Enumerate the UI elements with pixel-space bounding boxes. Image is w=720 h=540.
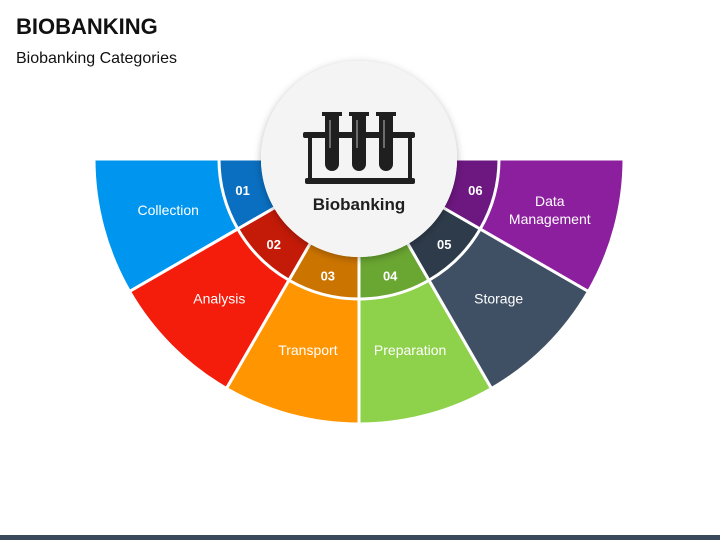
category-label-04: Preparation bbox=[374, 342, 446, 358]
category-number-01: 01 bbox=[235, 183, 249, 198]
category-label-05: Storage bbox=[474, 291, 523, 307]
category-number-05: 05 bbox=[437, 237, 451, 252]
page-title: BIOBANKING bbox=[16, 14, 158, 39]
bottom-accent-bar bbox=[0, 535, 720, 540]
category-label-01: Collection bbox=[137, 202, 198, 218]
category-number-03: 03 bbox=[321, 268, 335, 283]
test-tube-rack-icon bbox=[303, 112, 415, 184]
category-number-04: 04 bbox=[383, 268, 398, 283]
category-label-03: Transport bbox=[278, 342, 338, 358]
page-subtitle: Biobanking Categories bbox=[16, 50, 177, 67]
category-label-02: Analysis bbox=[193, 291, 245, 307]
category-number-06: 06 bbox=[468, 183, 482, 198]
category-number-02: 02 bbox=[267, 237, 281, 252]
center-label: Biobanking bbox=[313, 195, 406, 214]
